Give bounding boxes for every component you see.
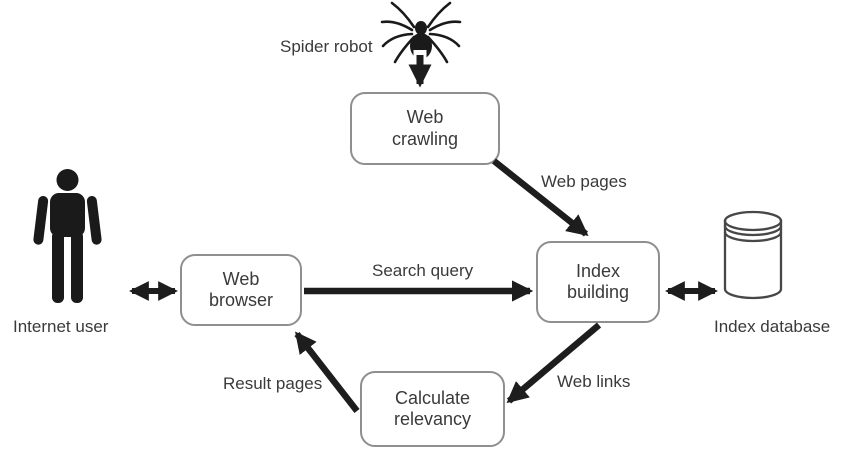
node-web-browser: Web browser [180,254,302,326]
edge-label-web-pages: Web pages [541,172,627,191]
node-label: Web browser [208,268,274,310]
node-index-building: Index building [536,241,660,323]
edge-label-result-pages: Result pages [223,374,323,393]
node-label: Index building [566,260,630,302]
edge-label-web-links: Web links [557,372,631,391]
node-label: Web crawling [391,107,459,149]
edge-label-search-query: Search query [372,261,474,280]
node-calculate-relevancy: Calculate relevancy [360,371,505,447]
person-icon [33,169,102,303]
spider-robot-label: Spider robot [280,37,373,56]
spider-icon [380,1,462,64]
node-web-crawling: Web crawling [350,92,500,165]
node-label: Calculate relevancy [393,387,472,429]
internet-user-label: Internet user [13,317,109,336]
index-database-label: Index database [714,317,831,336]
arrow-relevancy-to-browser [294,331,360,413]
database-icon [723,210,783,300]
